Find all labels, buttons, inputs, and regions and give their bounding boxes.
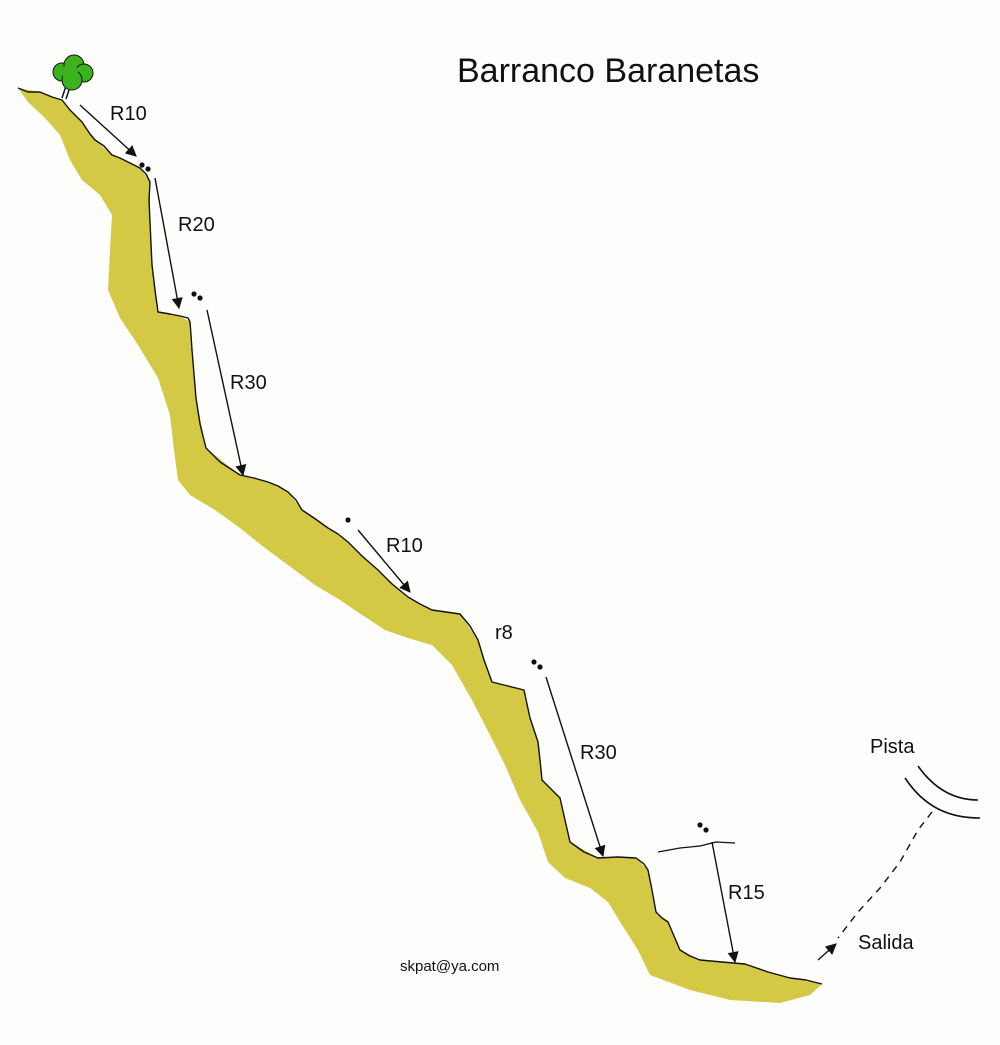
rappel-label-5: r8 xyxy=(495,622,513,644)
author-credit: skpat@ya.com xyxy=(400,958,500,975)
rappel-label-2: R20 xyxy=(178,214,215,236)
anchor-bolts xyxy=(139,162,709,833)
rappel-arrow-2 xyxy=(154,177,183,310)
rappel-label-4: R10 xyxy=(386,535,423,557)
tree-icon xyxy=(52,54,94,91)
rappel-arrow-4 xyxy=(357,529,411,593)
rappel-label-3: R30 xyxy=(230,372,267,394)
rappel-label-6: R30 xyxy=(580,742,617,764)
pool-line xyxy=(657,841,736,853)
road-label: Pista xyxy=(870,736,915,758)
canyon-rock-band xyxy=(18,88,822,1003)
rappel-label-1: R10 xyxy=(110,103,147,125)
canyon-wall-edge xyxy=(17,87,823,985)
rappel-arrow-3 xyxy=(206,309,247,477)
rappel-arrow-1 xyxy=(79,104,137,157)
rappel-arrow-6 xyxy=(711,841,739,964)
diagram-title: Barranco Baranetas xyxy=(457,52,760,90)
exit-label: Salida xyxy=(858,932,914,954)
rappel-label-7: R15 xyxy=(728,882,765,904)
exit-path xyxy=(837,811,933,939)
road-pista xyxy=(904,765,981,819)
rappel-arrow-5 xyxy=(545,676,606,858)
exit-arrow xyxy=(817,943,837,961)
